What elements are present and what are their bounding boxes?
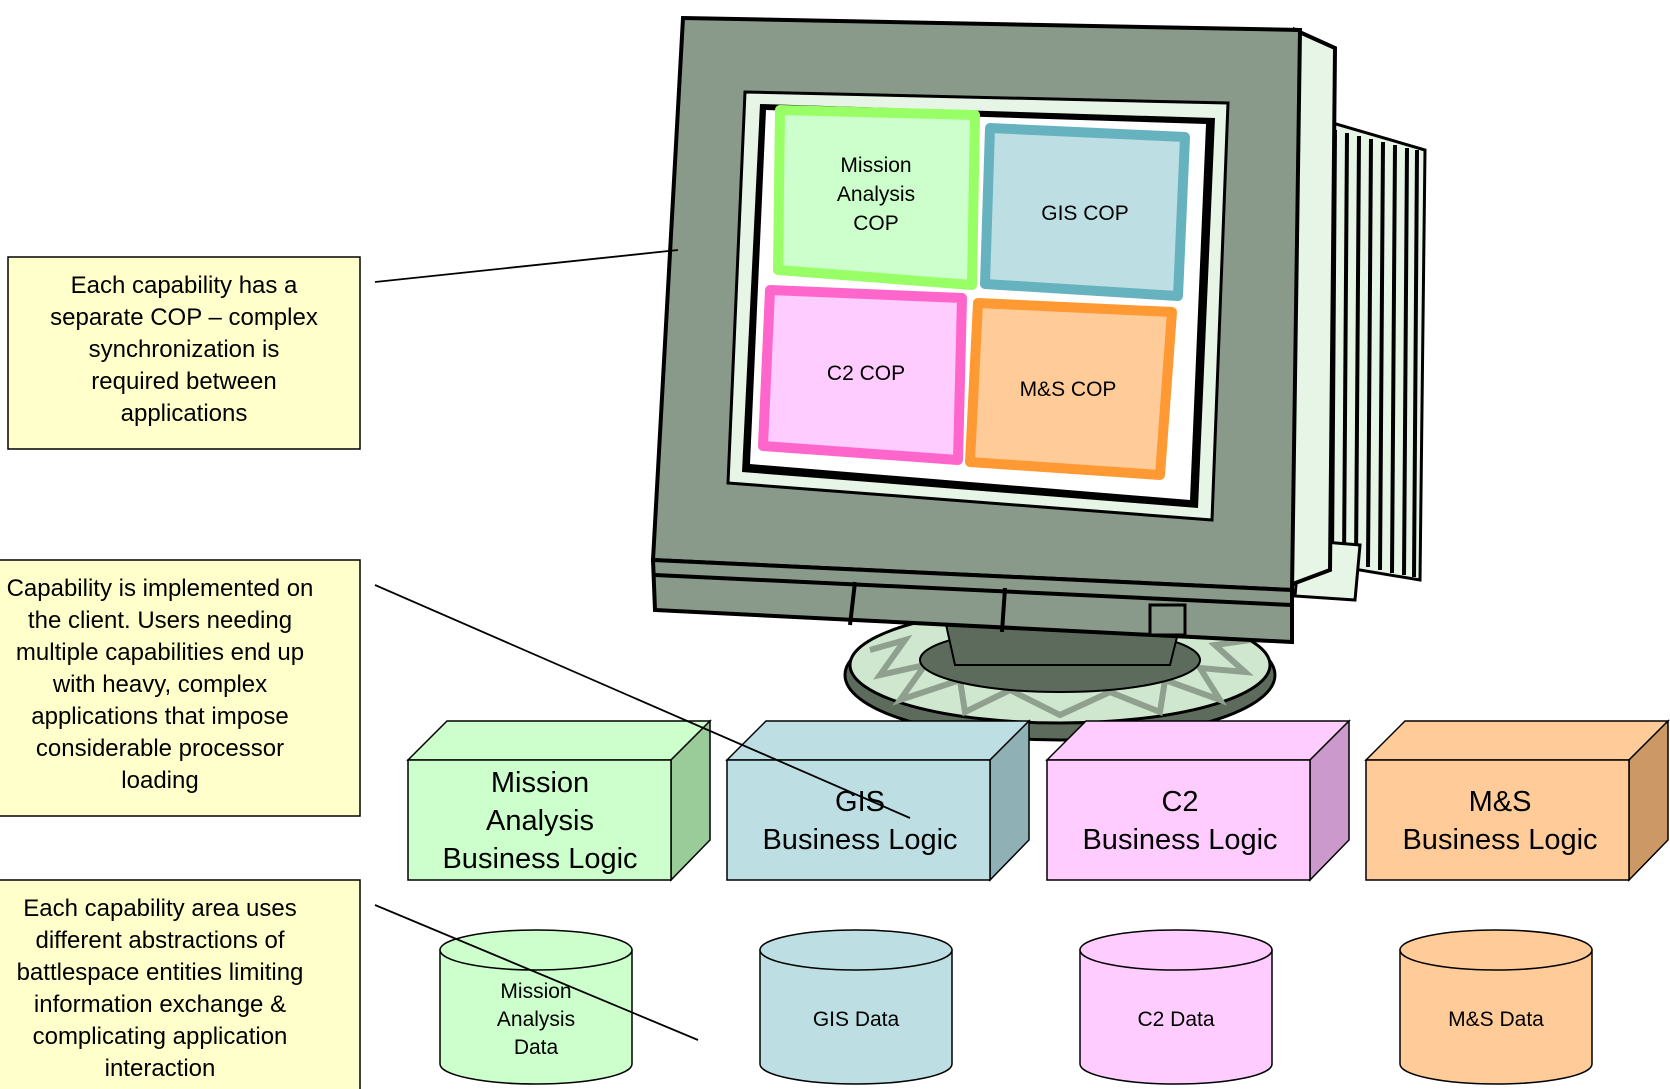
note-line: multiple capabilities end up: [16, 639, 304, 666]
screen-pane-ms: M&S COP: [965, 298, 1177, 480]
database-label: Mission: [500, 980, 571, 1003]
note-line: Each capability has a: [71, 272, 298, 299]
screen-pane-mission: Mission Analysis COP: [773, 105, 980, 290]
logic-box-gis: GIS Business Logic: [725, 719, 1031, 882]
database-label: GIS Data: [813, 1008, 900, 1031]
note-client-implementation: Capability is implemented on the client.…: [0, 559, 361, 817]
note-line: interaction: [105, 1055, 216, 1082]
database-ms: M&S Data: [1399, 929, 1593, 1085]
box-label: Business Logic: [442, 843, 637, 875]
pane-label: COP: [853, 212, 899, 235]
box-label: M&S: [1469, 786, 1532, 818]
box-label: C2: [1161, 786, 1198, 818]
power-button-icon: [1148, 603, 1187, 637]
note-line: synchronization is: [89, 336, 280, 363]
database-label: Analysis: [497, 1008, 575, 1031]
connector-line: [374, 249, 679, 283]
note-line: loading: [121, 767, 198, 794]
callout-connectors: [374, 249, 911, 1041]
logic-box-ms: M&S Business Logic: [1364, 719, 1670, 882]
database-mission: Mission Analysis Data: [439, 929, 633, 1085]
database-label: M&S Data: [1448, 1008, 1544, 1031]
note-line: required between: [91, 368, 276, 395]
note-line: the client. Users needing: [28, 607, 292, 634]
note-line: different abstractions of: [35, 927, 284, 954]
connector-line: [374, 584, 911, 819]
pane-label: Mission: [840, 154, 911, 177]
database-label: C2 Data: [1137, 1008, 1214, 1031]
database-label: Data: [514, 1036, 559, 1059]
screen-pane-gis: GIS COP: [980, 123, 1190, 301]
database-c2: C2 Data: [1079, 929, 1273, 1085]
note-line: applications that impose: [31, 703, 288, 730]
note-line: Capability is implemented on: [7, 575, 314, 602]
note-line: complicating application: [33, 1023, 288, 1050]
box-label: Analysis: [486, 805, 594, 837]
note-abstractions: Each capability area uses different abst…: [0, 879, 361, 1089]
note-line: separate COP – complex: [50, 304, 318, 331]
note-line: applications: [121, 400, 248, 427]
note-separate-cop: Each capability has a separate COP – com…: [7, 256, 361, 450]
pane-label: M&S COP: [1020, 378, 1117, 401]
note-line: considerable processor: [36, 735, 284, 762]
logic-box-c2: C2 Business Logic: [1045, 719, 1351, 882]
note-line: information exchange &: [34, 991, 286, 1018]
box-label: GIS: [835, 786, 885, 818]
screen-pane-c2: C2 COP: [758, 285, 967, 465]
pane-label: Analysis: [837, 183, 915, 206]
pane-label: GIS COP: [1041, 202, 1129, 225]
logic-box-mission: Mission Analysis Business Logic: [406, 719, 712, 882]
box-label: Mission: [491, 767, 589, 799]
monitor-clipart: Mission Analysis COP GIS COP C2 COP M&S …: [650, 15, 1427, 742]
box-label: Business Logic: [1402, 824, 1597, 856]
pane-label: C2 COP: [827, 362, 905, 385]
note-line: with heavy, complex: [52, 671, 267, 698]
note-line: Each capability area uses: [23, 895, 297, 922]
database-gis: GIS Data: [759, 929, 953, 1085]
box-label: Business Logic: [1082, 824, 1277, 856]
note-line: battlespace entities limiting: [17, 959, 304, 986]
box-label: Business Logic: [762, 824, 957, 856]
connector-line: [374, 904, 699, 1041]
